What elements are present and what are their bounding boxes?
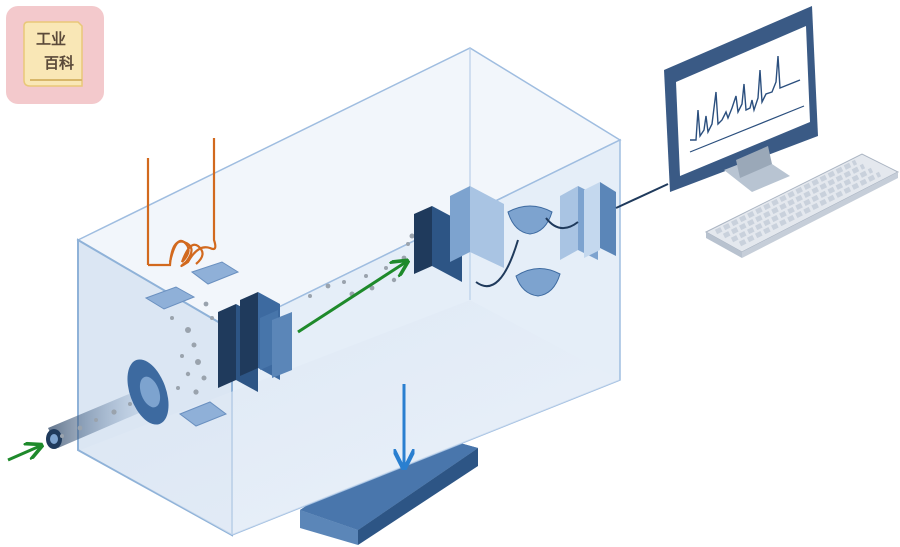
watermark-logo: 工业 百科 bbox=[6, 6, 104, 104]
sample-inlet bbox=[46, 359, 169, 449]
keyboard-icon bbox=[704, 153, 900, 258]
mass-analyzer bbox=[414, 186, 504, 282]
watermark-line1: 工业 bbox=[36, 30, 66, 48]
accelerator-plates bbox=[218, 292, 292, 392]
ion-beam bbox=[7, 262, 406, 462]
monitor-icon bbox=[664, 6, 818, 192]
watermark-line2: 百科 bbox=[44, 54, 74, 72]
book-logo-icon bbox=[23, 21, 83, 87]
vacuum-pump bbox=[300, 432, 478, 545]
signal-cable bbox=[615, 183, 669, 209]
sample-particles bbox=[60, 233, 415, 438]
inlet-arrow-icon bbox=[7, 446, 40, 462]
chamber-floor bbox=[80, 300, 620, 535]
mass-spectrum-line bbox=[690, 55, 801, 141]
arrow-right-icon bbox=[297, 262, 406, 334]
detector bbox=[475, 182, 616, 297]
ionization-plates bbox=[144, 261, 240, 427]
spectrum-baseline bbox=[689, 105, 805, 153]
heating-coil-icon bbox=[146, 138, 217, 268]
